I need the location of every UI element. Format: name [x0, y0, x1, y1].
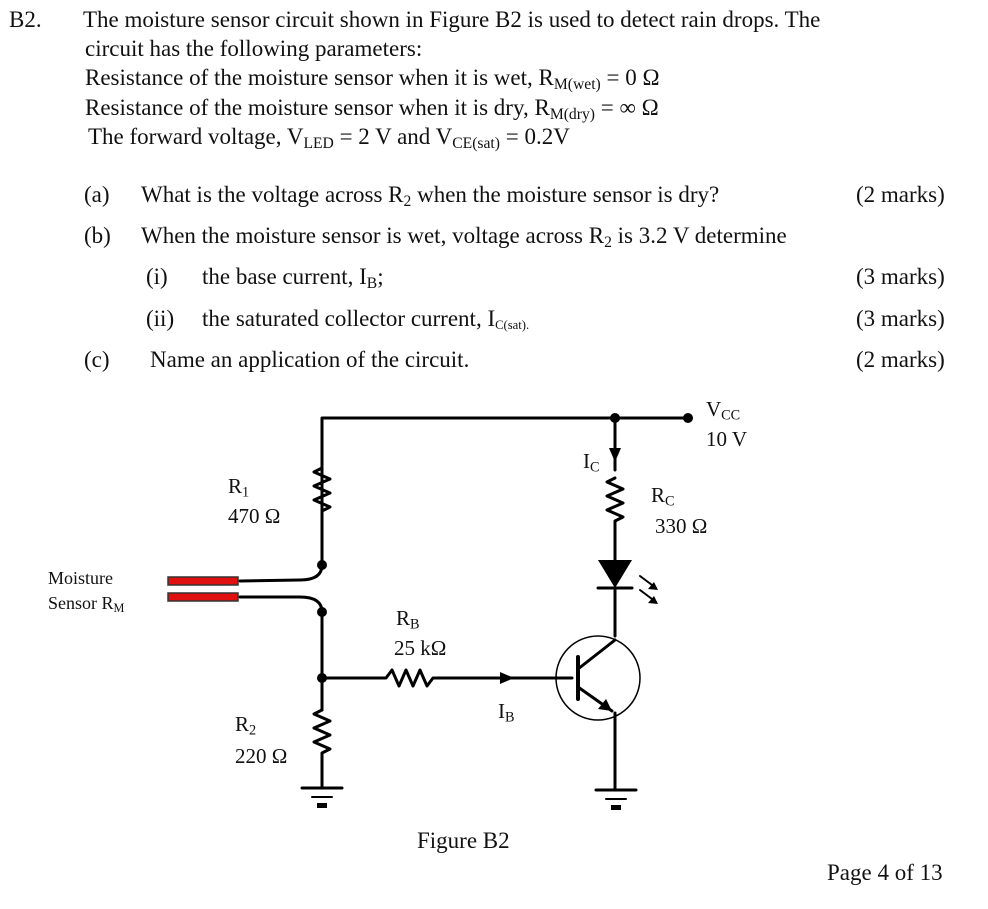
- emitter-ground-mark: [611, 805, 621, 810]
- part-c-marks: (2 marks): [856, 347, 945, 372]
- sensor-plate-lower: [167, 592, 239, 602]
- r1-label: R1: [228, 474, 250, 501]
- question-number: B2.: [9, 7, 42, 32]
- param-wet-resistance: Resistance of the moisture sensor when i…: [85, 65, 660, 93]
- ib-label: IB: [498, 699, 515, 726]
- param-dry-resistance: Resistance of the moisture sensor when i…: [85, 95, 659, 123]
- r1-resistor: [312, 466, 332, 567]
- rb-resistor: [320, 668, 574, 688]
- led-triangle-icon: [598, 560, 632, 588]
- moisture-sensor: [167, 576, 239, 602]
- part-a-label: (a): [84, 182, 110, 207]
- part-b-ii-marks: (3 marks): [856, 306, 945, 331]
- part-c-text: Name an application of the circuit.: [150, 347, 470, 372]
- part-b-i-label: (i): [146, 264, 168, 289]
- ic-label: IC: [583, 449, 600, 476]
- ic-arrow-icon: [609, 448, 621, 462]
- sensor-plate-upper: [167, 576, 239, 586]
- led-arrowhead1-icon: [648, 582, 658, 590]
- sensor-lower-junction-dot: [317, 607, 327, 617]
- rc-label: RC: [651, 483, 675, 510]
- vcc-junction-dot: [610, 413, 620, 423]
- param-forward-voltage: The forward voltage, VLED = 2 V and VCE(…: [88, 124, 570, 152]
- vcc-label: VCC: [706, 397, 741, 424]
- rc-value: 330 Ω: [655, 514, 708, 538]
- sensor-lower-lead: [238, 595, 324, 614]
- vcc-rail: [320, 416, 690, 522]
- r2-resistor: [312, 708, 332, 790]
- rb-label: RB: [396, 606, 420, 633]
- r2-value: 220 Ω: [235, 744, 288, 768]
- part-b-ii-text: the saturated collector current, IC(sat)…: [202, 306, 530, 333]
- base-node-junction-dot: [317, 673, 327, 683]
- r2-ground-mark: [317, 803, 327, 808]
- transistor-body: [555, 635, 641, 721]
- r2-label: R2: [235, 712, 257, 739]
- part-a-marks: (2 marks): [856, 182, 945, 207]
- part-b-i-marks: (3 marks): [856, 264, 945, 289]
- question-intro-line2: circuit has the following parameters:: [85, 36, 423, 61]
- question-intro-line1: The moisture sensor circuit shown in Fig…: [83, 7, 821, 32]
- page-number: Page 4 of 13: [827, 860, 943, 885]
- led-arrowhead2-icon: [648, 596, 658, 604]
- r1-sensor-junction-dot: [317, 560, 327, 570]
- part-b-ii-label: (ii): [146, 306, 175, 331]
- vcc-terminal-dot: [683, 413, 693, 423]
- figure-caption: Figure B2: [417, 828, 510, 853]
- ib-arrow-icon: [500, 672, 514, 684]
- sensor-label-line2: Sensor RM: [48, 593, 125, 616]
- sensor-label-line1: Moisture: [48, 568, 113, 588]
- emitter-arrow-icon: [598, 699, 612, 711]
- rc-resistor: [605, 476, 625, 562]
- part-b-i-text: the base current, IB;: [202, 264, 384, 292]
- part-b-label: (b): [84, 223, 111, 248]
- r1-value: 470 Ω: [228, 504, 281, 528]
- sensor-upper-lead: [238, 563, 324, 583]
- part-b-text: When the moisture sensor is wet, voltage…: [141, 223, 787, 251]
- transistor-collector: [576, 638, 617, 671]
- vcc-value: 10 V: [706, 427, 748, 451]
- part-c-label: (c): [84, 347, 110, 372]
- part-a-text: What is the voltage across R2 when the m…: [141, 182, 720, 210]
- rb-value: 25 kΩ: [394, 636, 447, 660]
